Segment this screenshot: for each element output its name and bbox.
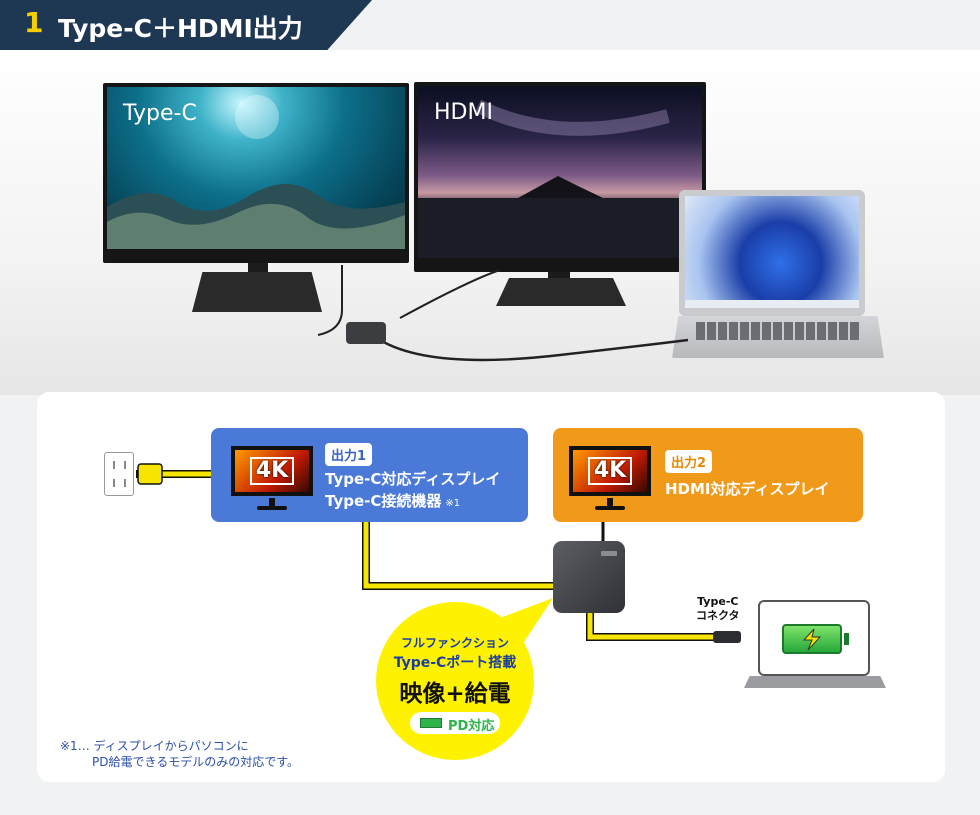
laptop-keyboard: [696, 322, 860, 340]
output-2-box: 4K 出力2 HDMI対応ディスプレイ: [553, 428, 863, 522]
feature-bubble: フルファンクション Type-Cポート搭載 映像+給電 PD対応: [376, 602, 534, 760]
mountain-lake-art: [418, 99, 702, 258]
monitor-left-base: [192, 272, 322, 312]
laptop-charging-icon: [758, 600, 870, 676]
monitor-left-label: Type-C: [123, 101, 197, 126]
type-c-connector: [713, 631, 741, 643]
night-sky-screen: HDMI: [418, 86, 702, 258]
section-number: 1: [24, 6, 44, 39]
battery-charging-icon: [782, 624, 842, 654]
output-1-box: 4K 出力1 Type-C対応ディスプレイ Type-C接続機器※1: [211, 428, 528, 522]
power-plug: [137, 463, 163, 485]
wall-outlet-icon: [104, 452, 134, 496]
footnote-line1: ※1… ディスプレイからパソコンに: [60, 739, 249, 753]
monitor-hdmi: HDMI: [414, 82, 706, 272]
laptop-icon-base: [744, 676, 886, 688]
four-k-badge-2: 4K: [587, 457, 633, 485]
product-photo-scene: Type-C HDMI: [0, 50, 980, 395]
monitor-right-base: [496, 278, 626, 306]
footnote-line2: PD給電できるモデルのみの対応です。: [92, 755, 300, 769]
bubble-line2: Type-Cポート搭載: [393, 655, 517, 671]
battery-icon: [420, 718, 442, 728]
photo-cables: [317, 265, 689, 362]
connector-label: Type-C コネクタ: [696, 595, 740, 623]
output-1-line2: Type-C接続機器: [325, 492, 442, 510]
output-1-note: ※1: [445, 498, 461, 509]
output-1-badge: 出力1: [325, 443, 373, 466]
connector-label-1: Type-C: [697, 595, 739, 608]
coral-reef-art: [107, 95, 405, 249]
usb-hub-icon: [553, 541, 625, 613]
output-2-badge: 出力2: [665, 450, 713, 473]
laptop-lid: [679, 190, 865, 316]
connector-label-2: コネクタ: [696, 609, 740, 622]
photo-hub: [346, 322, 386, 344]
pd-label: PD対応: [448, 719, 495, 734]
lightning-icon: [802, 628, 822, 651]
pd-badge: PD対応: [410, 712, 500, 734]
monitor-right-label: HDMI: [434, 100, 493, 125]
monitor-type-c: Type-C: [103, 83, 409, 263]
output-1-line2-wrap: Type-C接続機器※1: [325, 490, 460, 515]
footnote: ※1… ディスプレイからパソコンに PD給電できるモデルのみの対応です。: [60, 738, 299, 770]
section-title: Type-C＋HDMI出力: [58, 14, 303, 43]
monitor-right-neck: [548, 272, 570, 282]
monitor-4k-icon-2: 4K: [569, 446, 651, 496]
laptop-base: [672, 316, 884, 358]
output-1-line1: Type-C対応ディスプレイ: [325, 470, 501, 488]
laptop-taskbar: [685, 300, 859, 308]
underwater-screen: Type-C: [107, 87, 405, 249]
monitor-4k-icon: 4K: [231, 446, 313, 496]
section-banner: 1 Type-C＋HDMI出力: [0, 0, 372, 50]
laptop-screen: [685, 196, 859, 308]
output-2-line1: HDMI対応ディスプレイ: [665, 480, 830, 498]
four-k-badge: 4K: [249, 457, 295, 485]
bubble-line3: 映像+給電: [399, 681, 511, 707]
bubble-line1: フルファンクション: [400, 636, 509, 650]
